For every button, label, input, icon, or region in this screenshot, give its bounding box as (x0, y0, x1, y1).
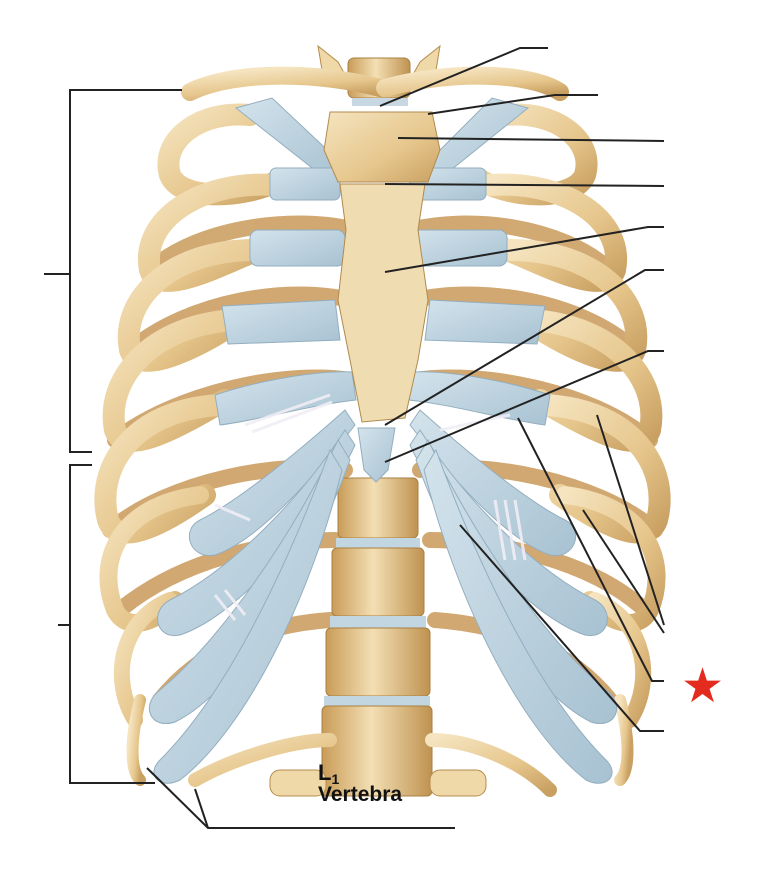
leader-line-6 (384, 269, 664, 426)
manubrium (323, 111, 441, 183)
leader-line-5 (384, 226, 664, 273)
leader-line-9b (582, 509, 665, 634)
leader-line-10 (459, 524, 664, 732)
anterior-ribs (94, 66, 671, 797)
leader-lines (146, 47, 665, 829)
leader-line-11b (194, 788, 209, 829)
l1-letter: L (318, 760, 332, 785)
bracket-true-ribs (69, 89, 182, 453)
leader-line-4 (384, 183, 665, 187)
leader-line-8-starred (517, 417, 664, 682)
leader-line-9a (596, 414, 665, 626)
costoxiphoid-ligaments (213, 393, 527, 621)
l1-vertebra-label: L1 Vertebra (318, 760, 403, 806)
vertebra-word: Vertebra (318, 783, 403, 806)
star-marker-icon: ★ (681, 660, 725, 713)
leader-line-2 (427, 94, 598, 115)
leader-line-1 (379, 47, 548, 107)
xiphoid-process (357, 427, 396, 483)
rib-brackets (44, 89, 182, 784)
leader-line-3 (397, 137, 665, 142)
leader-line-7 (384, 350, 664, 463)
sternum (323, 111, 441, 483)
l1-subscript: 1 (331, 771, 340, 787)
costal-cartilages (148, 97, 618, 784)
sternal-body (337, 183, 429, 423)
